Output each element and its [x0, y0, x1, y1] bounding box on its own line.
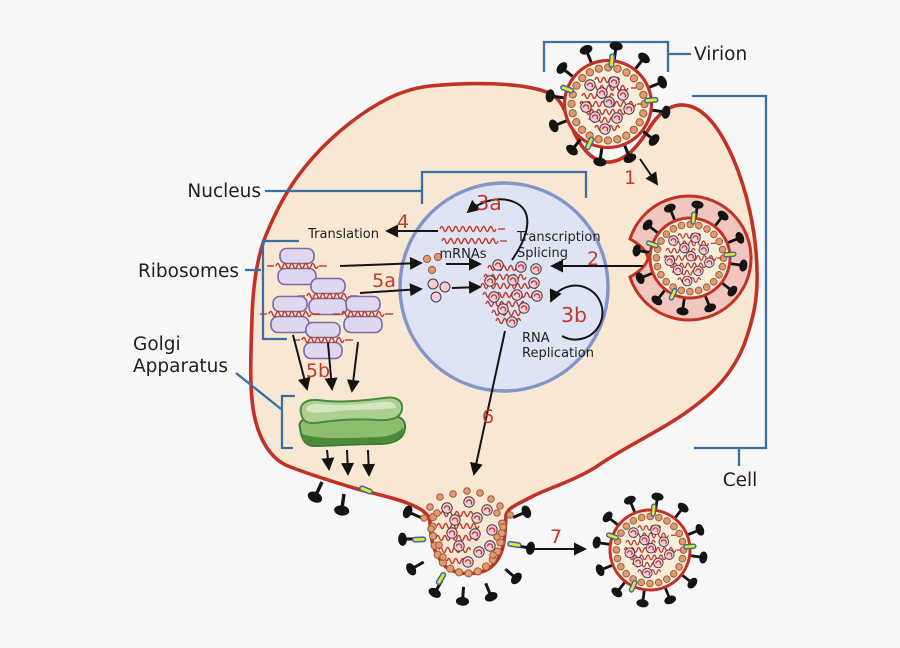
golgi-label-line1: Golgi: [133, 334, 181, 355]
cell-bracket: [692, 94, 768, 466]
translation-label: Translation: [307, 227, 379, 242]
cell-label: Cell: [723, 470, 758, 491]
rna-replication-label-line1: RNA: [522, 331, 550, 346]
arrow-golgi-to-membrane-2: [341, 449, 355, 476]
step-5b: 5b: [306, 360, 330, 382]
ribosomes-cluster: [260, 247, 393, 359]
rna-replication-label-line2: Replication: [522, 346, 594, 361]
arrow-step-5b-1: [292, 334, 311, 391]
arrow-step-5b-2: [324, 342, 338, 391]
ribosome: [267, 247, 327, 286]
step-6: 6: [482, 406, 494, 428]
step-3b: 3b: [561, 303, 587, 327]
arrow-golgi-to-membrane-3: [362, 449, 376, 477]
ribosomes-label: Ribosomes: [138, 261, 239, 282]
nucleus-bracket: [265, 170, 588, 204]
step-3a: 3a: [476, 191, 502, 215]
endosome: [630, 194, 753, 322]
nuclear-mrnas: [439, 225, 507, 245]
arrow-golgi-to-membrane-1: [321, 449, 335, 471]
step-5a: 5a: [372, 270, 396, 292]
arrow-mrna-to-nucleus-1: [339, 256, 423, 270]
budding-virion: [397, 487, 536, 607]
splicing-label: Splicing: [517, 246, 568, 261]
virion-bracket: [542, 40, 691, 72]
step-7: 7: [550, 526, 562, 548]
nucleus-label: Nucleus: [187, 181, 261, 202]
arrow-step-1: [639, 158, 659, 186]
arrow-mrna-to-nucleus-2: [359, 283, 423, 297]
step-1: 1: [624, 167, 636, 189]
arrow-step-3b: [549, 284, 604, 341]
golgi-apparatus: [298, 396, 407, 448]
arrow-step-5b-3: [346, 341, 360, 393]
transcription-label: Transcription: [516, 230, 601, 245]
arrow-proteins-to-rnp-2: [451, 280, 482, 294]
mrnas-label: mRNAs: [439, 247, 486, 262]
virion-label: Virion: [694, 44, 747, 65]
nucleus: [398, 181, 610, 393]
step-4: 4: [397, 211, 409, 233]
step-2: 2: [587, 248, 599, 270]
ribosomes-bracket: [245, 239, 299, 341]
arrow-step-6: [469, 330, 506, 476]
golgi-label-line2: Apparatus: [133, 356, 228, 377]
arrow-step-3a: [466, 198, 529, 261]
imported-proteins: [422, 252, 451, 303]
golgi-bracket: [235, 372, 295, 450]
virion-released: [592, 492, 708, 608]
